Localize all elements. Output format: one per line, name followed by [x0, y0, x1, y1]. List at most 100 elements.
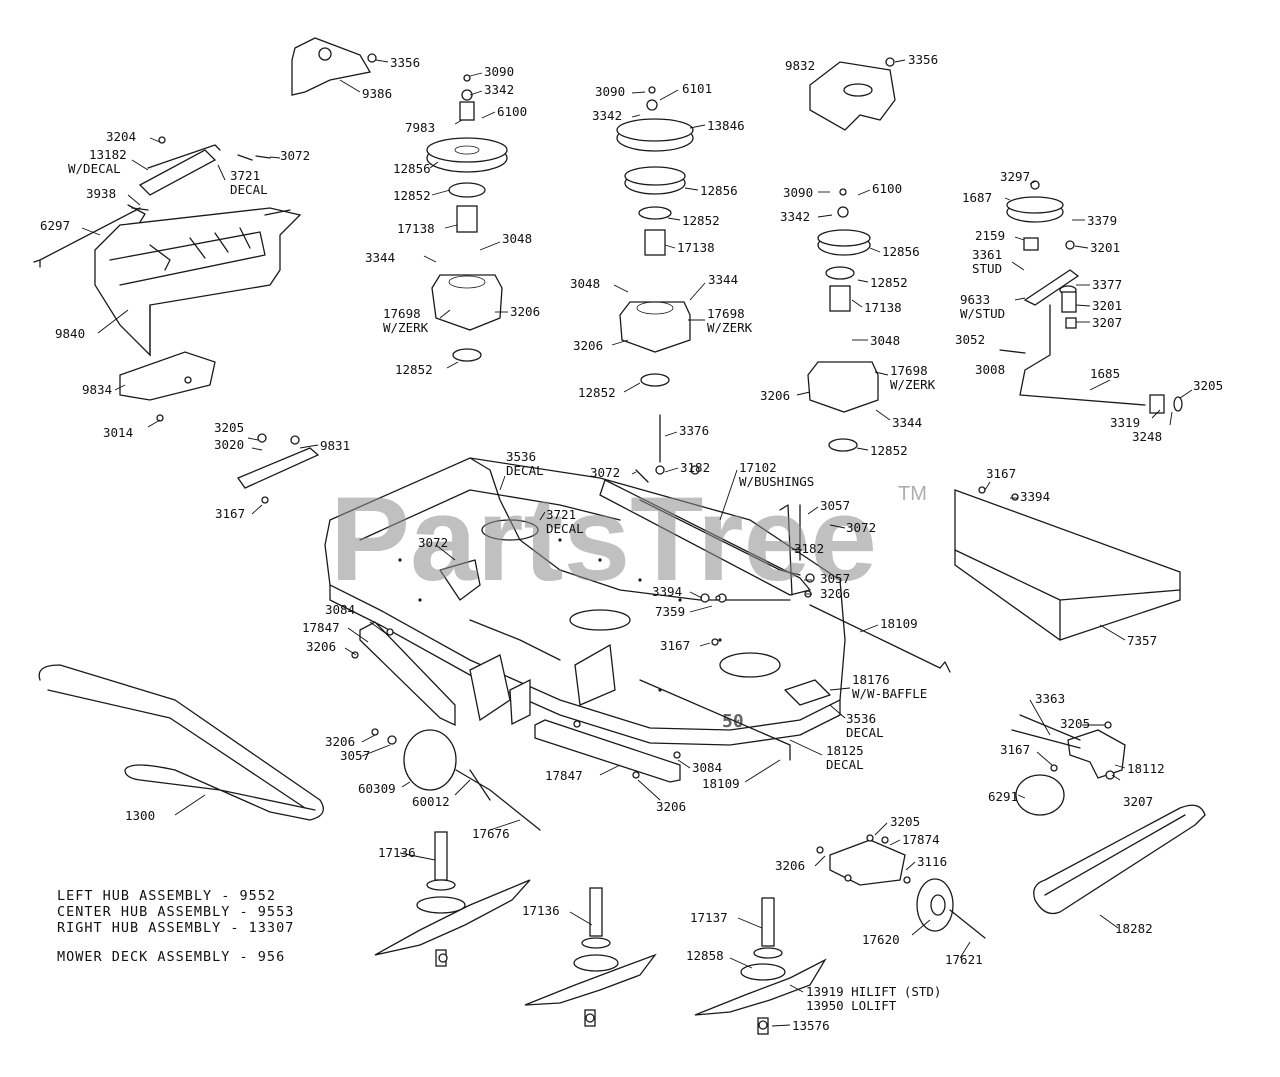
callout: 17138: [397, 221, 435, 236]
callout: 18125: [826, 743, 864, 758]
callout: STUD: [972, 261, 1002, 276]
baffle-7357: [954, 489, 1181, 641]
callout: 12852: [870, 275, 908, 290]
callout: 3206: [510, 304, 540, 319]
callout: 3052: [955, 332, 985, 347]
callout: 13182: [89, 147, 127, 162]
mower-deck-housing: 50: [324, 457, 846, 746]
legend-line: CENTER HUB ASSEMBLY - 9553: [57, 904, 294, 920]
callout: 3536: [506, 449, 536, 464]
callout: 12852: [393, 188, 431, 203]
callout: 3167: [215, 506, 245, 521]
callout: 3206: [820, 586, 850, 601]
callout: 3342: [484, 82, 514, 97]
callout: 3072: [280, 148, 310, 163]
roller-6291: [1015, 774, 1065, 816]
callout: 3344: [708, 272, 738, 287]
callout: 17698: [707, 306, 745, 321]
watermark-trademark: TM: [898, 483, 927, 505]
callout: 3008: [975, 362, 1005, 377]
callout: 3721: [546, 507, 576, 522]
callout: 3394: [652, 584, 682, 599]
bracket-9831: [237, 447, 320, 489]
callout: 3182: [794, 541, 824, 556]
deck-size-marking: 50: [722, 711, 744, 732]
callout: 9834: [82, 382, 112, 397]
callout: 3090: [783, 185, 813, 200]
callout: 12856: [700, 183, 738, 198]
callout: 3205: [1060, 716, 1090, 731]
callout: 3072: [590, 465, 620, 480]
callout: 3207: [1123, 794, 1153, 809]
rod-18109: [639, 604, 951, 761]
callout: 3201: [1092, 298, 1122, 313]
callout: 18176: [852, 672, 890, 687]
callout: 3072: [846, 520, 876, 535]
callout: DECAL: [546, 521, 584, 536]
callout: 3057: [820, 571, 850, 586]
callout: 6297: [40, 218, 70, 233]
callout: 17137: [690, 910, 728, 925]
callout: W/ZERK: [383, 320, 429, 335]
callout: 3721: [230, 168, 260, 183]
callout: DECAL: [846, 725, 884, 740]
callout: 2159: [975, 228, 1005, 243]
callout: 13950 LOLIFT: [806, 998, 897, 1013]
callout: 3020: [214, 437, 244, 452]
callout: 1685: [1090, 366, 1120, 381]
callout: 12856: [882, 244, 920, 259]
callout: 1687: [962, 190, 992, 205]
callout: 3206: [573, 338, 603, 353]
callout: 12852: [682, 213, 720, 228]
callout: 3206: [306, 639, 336, 654]
rod-1685: [1019, 304, 1183, 414]
callout: 3377: [1092, 277, 1122, 292]
bracket-9386: [291, 37, 372, 96]
roller-60309: [403, 729, 541, 831]
callout: 9386: [362, 86, 392, 101]
callout: 18109: [702, 776, 740, 791]
belt-shield-9840: [94, 207, 302, 357]
callout: 3182: [680, 460, 710, 475]
callout: 17136: [522, 903, 560, 918]
callout: 3201: [1090, 240, 1120, 255]
callout: DECAL: [506, 463, 544, 478]
assembly-legend: LEFT HUB ASSEMBLY - 9552 CENTER HUB ASSE…: [57, 888, 294, 965]
callout: 3344: [892, 415, 922, 430]
callout: 13576: [792, 1018, 830, 1033]
callout-labels: 3356 9386 3090 3342 6100 7983 12856 1285…: [40, 52, 1223, 1033]
callout: 3394: [1020, 489, 1050, 504]
callout: 7359: [655, 604, 685, 619]
callout: 3072: [418, 535, 448, 550]
wheel-17620: [916, 878, 986, 939]
callout: 17138: [677, 240, 715, 255]
callout: 6100: [497, 104, 527, 119]
callout: 17698: [890, 363, 928, 378]
callout: 3205: [1193, 378, 1223, 393]
legend-line: RIGHT HUB ASSEMBLY - 13307: [57, 920, 294, 936]
callout: 3342: [592, 108, 622, 123]
callout: 3206: [325, 734, 355, 749]
callout: 17102: [739, 460, 777, 475]
callout: 3536: [846, 711, 876, 726]
bracket-17874: [829, 839, 906, 886]
callout: 9831: [320, 438, 350, 453]
callout: W/BUSHINGS: [739, 474, 814, 489]
callout: 18109: [880, 616, 918, 631]
callout: 17138: [864, 300, 902, 315]
idler-pulley-1687: [1006, 196, 1080, 329]
callout: 3206: [775, 858, 805, 873]
callout: 3090: [484, 64, 514, 79]
callout: 6291: [988, 789, 1018, 804]
callout: 7983: [405, 120, 435, 135]
callout: 17847: [545, 768, 583, 783]
callout: 3057: [340, 748, 370, 763]
callout: 3356: [390, 55, 420, 70]
callout: 3167: [660, 638, 690, 653]
callout: 60012: [412, 794, 450, 809]
callout: W/STUD: [960, 306, 1005, 321]
callout: 18282: [1115, 921, 1153, 936]
callout: 17621: [945, 952, 983, 967]
callout: DECAL: [230, 182, 268, 197]
callout: 3938: [86, 186, 116, 201]
